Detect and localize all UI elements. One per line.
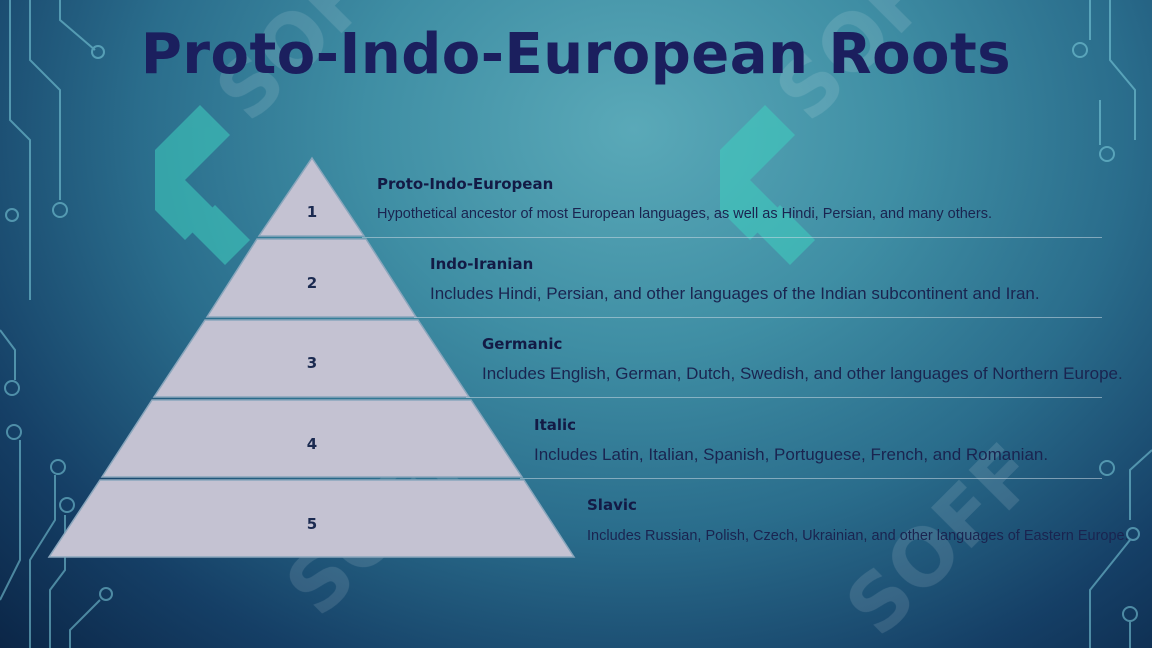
level-description: Includes Hindi, Persian, and other langu… bbox=[430, 284, 1040, 303]
slide-title: Proto-Indo-European Roots bbox=[140, 22, 1012, 87]
pyramid-level-4 bbox=[100, 399, 524, 478]
pyramid-level-1 bbox=[257, 156, 366, 237]
level-number: 2 bbox=[306, 274, 318, 292]
pyramid-level-5 bbox=[47, 479, 576, 558]
divider bbox=[466, 397, 1102, 398]
level-number: 3 bbox=[306, 354, 318, 372]
level-title: Slavic bbox=[587, 496, 637, 514]
divider bbox=[414, 317, 1102, 318]
level-number: 5 bbox=[306, 515, 318, 533]
level-title: Indo-Iranian bbox=[430, 255, 534, 273]
level-description: Includes Russian, Polish, Czech, Ukraini… bbox=[587, 528, 1129, 544]
level-description: Includes Latin, Italian, Spanish, Portug… bbox=[534, 445, 1049, 464]
divider bbox=[362, 237, 1102, 238]
level-title: Germanic bbox=[482, 335, 563, 353]
level-number: 4 bbox=[306, 435, 318, 453]
level-title: Italic bbox=[534, 416, 577, 434]
level-description: Hypothetical ancestor of most European l… bbox=[377, 206, 992, 222]
level-description: Includes English, German, Dutch, Swedish… bbox=[482, 364, 1123, 383]
level-number: 1 bbox=[306, 203, 318, 221]
level-title: Proto-Indo-European bbox=[377, 175, 554, 193]
divider bbox=[520, 478, 1102, 479]
